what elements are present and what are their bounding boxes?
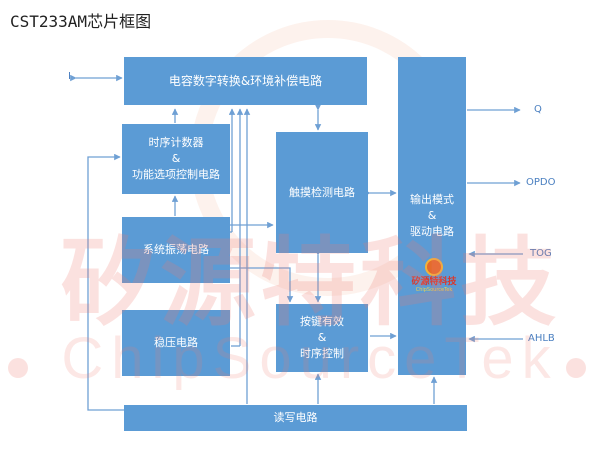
timer-label-3: 功能选项控制电路 [132, 168, 220, 181]
key-label-2: & [317, 331, 327, 344]
pin-opdo: OPDO [526, 177, 556, 188]
pin-ahlb: AHLB [528, 333, 555, 344]
touch-detect-block: 触摸检测电路 [276, 132, 368, 253]
timer-label-2: & [171, 152, 181, 165]
oscillator-block: 系统振荡电路 [122, 217, 230, 283]
read-write-block: 读写电路 [124, 405, 467, 431]
key-label-3: 时序控制 [300, 347, 344, 360]
oscillator-label: 系统振荡电路 [143, 243, 209, 256]
watermark-dot-left [8, 358, 28, 378]
timer-label-1: 时序计数器 [148, 136, 204, 149]
diagram-title: CST233AM芯片框图 [10, 12, 152, 31]
logo-emblem-icon [425, 258, 443, 276]
output-label-2: & [427, 209, 437, 222]
chipsourcetek-logo: 矽源特科技 ChipSourceTek [403, 258, 465, 294]
logo-name: 矽源特科技 [411, 277, 457, 287]
pin-q: Q [534, 104, 542, 115]
touch-detect-label: 触摸检测电路 [289, 185, 355, 199]
regulator-block: 稳压电路 [122, 310, 230, 376]
pin-i: I [68, 71, 71, 82]
key-label-1: 按键有效 [300, 315, 344, 328]
output-label-1: 输出模式 [410, 193, 454, 206]
read-write-label: 读写电路 [273, 411, 318, 424]
cdc-label: 电容数字转换&环境补偿电路 [168, 74, 323, 88]
pin-tog: TOG [530, 248, 552, 259]
regulator-label: 稳压电路 [154, 336, 198, 349]
cdc-block: 电容数字转换&环境补偿电路 [124, 57, 367, 105]
watermark-dot-right [566, 358, 586, 378]
timer-block: 时序计数器 & 功能选项控制电路 [122, 124, 230, 194]
line-osc-key [230, 267, 294, 303]
key-timing-block: 按键有效 & 时序控制 [276, 304, 368, 372]
logo-subtitle: ChipSourceTek [415, 287, 453, 293]
line-rw-timer [87, 153, 124, 411]
output-driver-block: 输出模式 & 驱动电路 [398, 57, 466, 375]
output-label-3: 驱动电路 [410, 225, 454, 238]
